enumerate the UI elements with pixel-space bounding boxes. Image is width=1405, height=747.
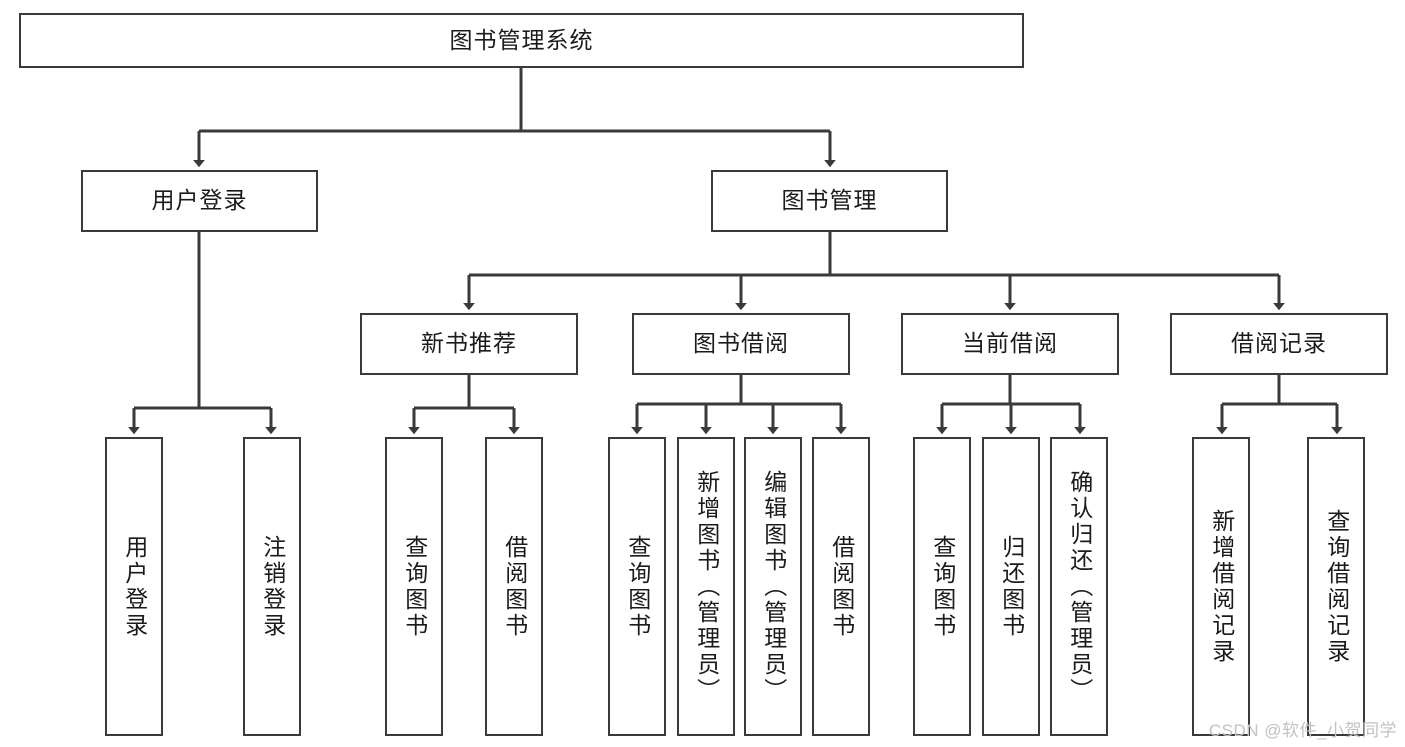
node-borrow-record[interactable]: 借阅记录 — [1170, 313, 1388, 375]
leaf-current-borrow-confirm-return[interactable]: 确认归还（管理员） — [1050, 437, 1108, 736]
csdn-watermark: CSDN @软件_小贺同学 — [1208, 721, 1397, 740]
node-label: 当前借阅 — [962, 330, 1058, 357]
node-label: 新增借阅记录 — [1208, 508, 1235, 665]
leaf-user-login-signout[interactable]: 注销登录 — [243, 437, 301, 736]
node-label: 用户登录 — [121, 534, 148, 639]
leaf-book-borrow-query[interactable]: 查询图书 — [608, 437, 666, 736]
node-label: 查询图书 — [401, 534, 428, 639]
leaf-borrow-record-query[interactable]: 查询借阅记录 — [1307, 437, 1365, 736]
leaf-new-book-borrow[interactable]: 借阅图书 — [485, 437, 543, 736]
leaf-new-book-query[interactable]: 查询图书 — [385, 437, 443, 736]
leaf-user-login-signin[interactable]: 用户登录 — [105, 437, 163, 736]
leaf-book-borrow-borrow[interactable]: 借阅图书 — [812, 437, 870, 736]
node-book-management[interactable]: 图书管理 — [711, 170, 948, 232]
node-label: 查询图书 — [929, 534, 956, 639]
leaf-borrow-record-add[interactable]: 新增借阅记录 — [1192, 437, 1250, 736]
node-label: 新增图书（管理员） — [693, 469, 720, 704]
node-book-management-system[interactable]: 图书管理系统 — [19, 13, 1024, 68]
node-label: 确认归还（管理员） — [1066, 469, 1093, 704]
node-label: 借阅图书 — [828, 534, 855, 639]
node-label: 归还图书 — [998, 534, 1025, 639]
node-new-book-recommend[interactable]: 新书推荐 — [360, 313, 578, 375]
leaf-current-borrow-query[interactable]: 查询图书 — [913, 437, 971, 736]
node-label: 查询借阅记录 — [1323, 508, 1350, 665]
node-label: 借阅记录 — [1231, 330, 1327, 357]
leaf-current-borrow-return[interactable]: 归还图书 — [982, 437, 1040, 736]
node-label: 注销登录 — [259, 534, 286, 639]
node-user-login[interactable]: 用户登录 — [81, 170, 318, 232]
node-label: 图书管理 — [781, 187, 878, 214]
node-label: 借阅图书 — [501, 534, 528, 639]
leaf-book-borrow-add[interactable]: 新增图书（管理员） — [677, 437, 735, 736]
node-label: 查询图书 — [624, 534, 651, 639]
leaf-book-borrow-edit[interactable]: 编辑图书（管理员） — [744, 437, 802, 736]
node-label: 图书管理系统 — [449, 26, 594, 53]
node-label: 新书推荐 — [421, 330, 517, 357]
node-current-borrow[interactable]: 当前借阅 — [901, 313, 1119, 375]
node-label: 编辑图书（管理员） — [760, 469, 787, 704]
node-label: 图书借阅 — [693, 330, 789, 357]
node-label: 用户登录 — [151, 187, 248, 214]
node-book-borrow[interactable]: 图书借阅 — [632, 313, 850, 375]
